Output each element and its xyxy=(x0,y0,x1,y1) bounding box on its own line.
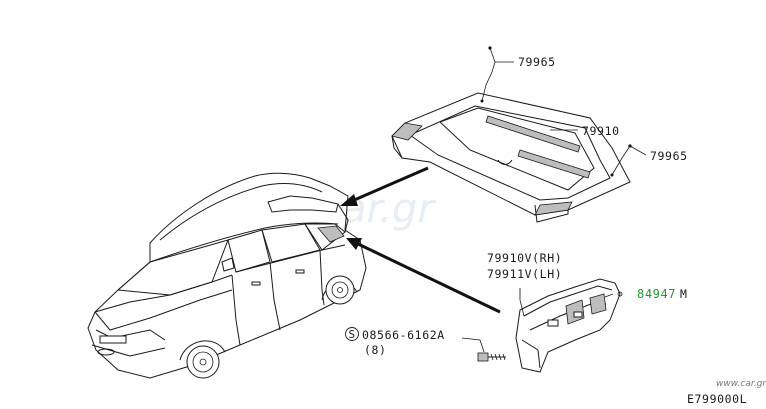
panel-arrow xyxy=(353,240,501,314)
shelf-arrow xyxy=(344,166,429,206)
bolt-08566-6162a xyxy=(477,352,506,362)
label-08566-6162a: 08566-6162A xyxy=(362,328,445,342)
site-watermark: www.car.gr xyxy=(716,379,766,389)
label-79965-top: 79965 xyxy=(518,55,556,69)
label-79965-right: 79965 xyxy=(650,149,688,163)
label-bolt-s: S xyxy=(349,328,356,341)
car-illustration xyxy=(87,172,367,379)
label-bolt-qty: (8) xyxy=(364,343,387,357)
panel-arrowhead xyxy=(346,238,362,250)
label-84947-suffix: M xyxy=(680,287,688,301)
label-79911v-lh: 79911V(LH) xyxy=(487,267,562,281)
parcel-shelf-79910 xyxy=(391,92,631,223)
callout-labels: 79965 79910 79965 79910V(RH) 79911V(LH) … xyxy=(345,55,766,406)
leader-lines xyxy=(461,46,647,353)
assembly-arrows xyxy=(340,166,501,314)
label-diagram-code: E799000L xyxy=(687,392,747,406)
label-79910: 79910 xyxy=(582,124,620,138)
shelf-arrowhead xyxy=(340,194,358,206)
label-79910v-rh: 79910V(RH) xyxy=(487,251,562,265)
trim-panel-79910v xyxy=(515,278,621,373)
label-84947: 84947 xyxy=(637,287,676,301)
bolt-s-circle xyxy=(345,327,359,341)
